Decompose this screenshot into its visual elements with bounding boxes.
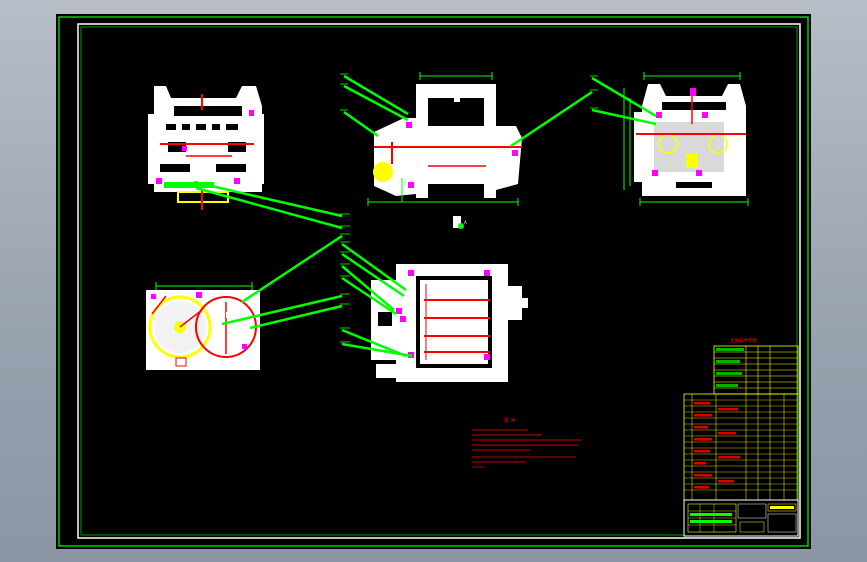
section-view[interactable] xyxy=(146,282,260,370)
parts-list xyxy=(683,393,799,501)
drawing-viewport[interactable]: A xyxy=(56,14,811,549)
inner-frame-line xyxy=(80,26,798,536)
lower-main-view[interactable] xyxy=(371,264,528,382)
inner-border xyxy=(77,23,801,539)
parameter-table-heading: 主要技术参数 xyxy=(730,337,757,344)
detail-marker-label: A xyxy=(464,220,467,225)
notes-heading: 技 术 xyxy=(504,417,516,424)
top-left-view[interactable] xyxy=(148,86,264,210)
parameter-table: 主要技术参数 xyxy=(713,337,799,395)
leader-lines xyxy=(193,74,657,358)
outer-frame xyxy=(58,16,809,547)
top-right-view[interactable] xyxy=(623,72,749,206)
front-view[interactable] xyxy=(367,72,522,206)
detail-marker: A xyxy=(453,216,467,229)
leader-tags xyxy=(340,73,598,343)
technical-notes: 技 术 xyxy=(472,417,582,468)
cad-drawing: A xyxy=(58,16,809,547)
title-block xyxy=(683,499,799,537)
